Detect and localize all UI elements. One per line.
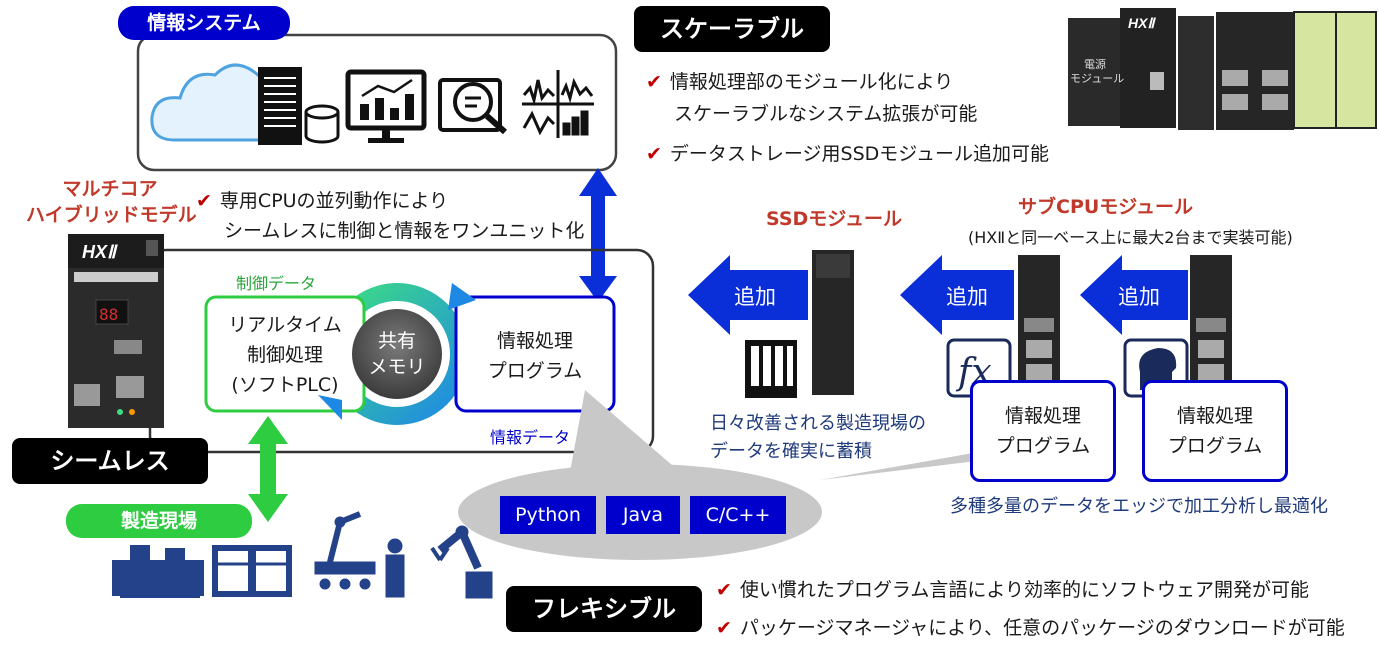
scalable-bullet-2-text: データストレージ用SSDモジュール追加可能 [669,143,1049,165]
flexible-bullet-1: ✔ 使い慣れたプログラム言語により効率的にソフトウェア開発が可能 [716,575,1309,602]
subcpu-callout-pointer [820,450,990,480]
subcpu-module-image-2 [1190,255,1232,390]
ssd-storage-icon [745,340,797,398]
analytics-monitor-icon [345,69,427,143]
scalable-bullet-2: ✔ データストレージ用SSDモジュール追加可能 [646,138,1049,170]
check-icon: ✔ [716,617,732,639]
check-icon: ✔ [646,71,662,93]
subcpu-add-arrow-1 [900,255,1014,335]
scalable-title: スケーラブル [634,6,830,52]
ssd-module-image [812,250,854,395]
info-system-label: 情報システム [118,6,290,40]
subcpu-add-label-1: 追加 [946,285,988,309]
subcpu-program-box-2: 情報処理プログラム [1142,380,1288,482]
control-cabinet-icon [212,545,292,597]
scalable-bullet-1: ✔ 情報処理部のモジュール化により スケーラブルなシステム拡張が可能 [646,66,977,130]
info-processing-box [454,295,616,413]
svg-text:HXⅡ: HXⅡ [1128,15,1156,31]
flexible-bullet-2-text: パッケージマネージャにより、任意のパッケージのダウンロードが可能 [739,617,1345,639]
database-icon [304,104,340,144]
shared-memory-text: 共有メモリ [368,330,426,378]
scalable-bullet-1-line-2: スケーラブルなシステム拡張が可能 [674,103,978,125]
ssd-add-arrow [688,255,808,335]
check-icon: ✔ [646,143,662,165]
info-processing-text: 情報処理プログラム [487,330,583,382]
info-link-arrow [579,168,617,302]
machine-tool-icon [112,545,204,598]
subcpu-note: (HXⅡと同一ベース上に最大2台まで実装可能) [968,228,1293,247]
flexible-title: フレキシブル [506,586,702,632]
data-search-icon [438,78,507,135]
check-icon: ✔ [196,190,212,212]
server-icon [258,67,302,145]
ssd-module-title: SSDモジュール [766,208,902,230]
subcpu-program-box-1: 情報処理プログラム [970,380,1116,482]
subcpu-title: サブCPUモジュール [1018,196,1193,218]
seamless-label: シームレス [12,438,208,484]
conveyor-robot-worker-icon [314,511,405,598]
ai-head-icon [1123,338,1189,398]
power-module-label: 電源モジュール [1070,58,1125,85]
factory-link-arrow [248,416,288,522]
ssd-description: 日々改善される製造現場のデータを確実に蓄積 [710,413,926,462]
control-data-label: 制御データ [236,274,317,293]
language-java: Java [606,496,680,534]
shared-memory-disk [352,309,442,399]
control-data-arrowhead [448,283,476,310]
flexible-bullet-2: ✔ パッケージマネージャにより、任意のパッケージのダウンロードが可能 [716,613,1345,640]
language-cpp: C/C++ [690,496,786,534]
ssd-add-label: 追加 [734,285,776,309]
svg-text:88: 88 [99,305,118,324]
info-data-label: 情報データ [490,428,571,447]
info-data-arrowhead [318,395,342,420]
svg-text:HXⅡ: HXⅡ [82,242,118,262]
hardware-rack-image: HXⅡ [1068,8,1377,130]
signal-analysis-icon [522,70,594,138]
multicore-bullet: ✔ 専用CPUの並列動作により シームレスに制御と情報をワンユニット化 [196,186,584,246]
hx2-controller-image: HXⅡ 88 [68,234,164,428]
robot-arm-icon [430,525,493,599]
multicore-bullet-line-2: シームレスに制御と情報をワンユニット化 [224,220,585,242]
subcpu-add-arrow-2 [1080,255,1188,335]
flexible-bullet-1-text: 使い慣れたプログラム言語により効率的にソフトウェア開発が可能 [739,579,1309,601]
scalable-bullet-1-line-1: 情報処理部のモジュール化により [669,71,954,93]
check-icon: ✔ [716,579,732,601]
subcpu-add-label-2: 追加 [1118,285,1160,309]
multicore-bullet-line-1: 専用CPUの並列動作により [219,190,449,212]
language-python: Python [500,496,596,534]
subcpu-caption: 多種多量のデータをエッジで加工分析し最適化 [950,496,1328,517]
multicore-title: マルチコアハイブリッドモデル [26,178,197,226]
realtime-control-text: リアルタイム制御処理(ソフトPLC) [228,314,342,396]
subcpu-module-image-1 [1018,255,1060,390]
factory-label: 製造現場 [66,504,252,538]
